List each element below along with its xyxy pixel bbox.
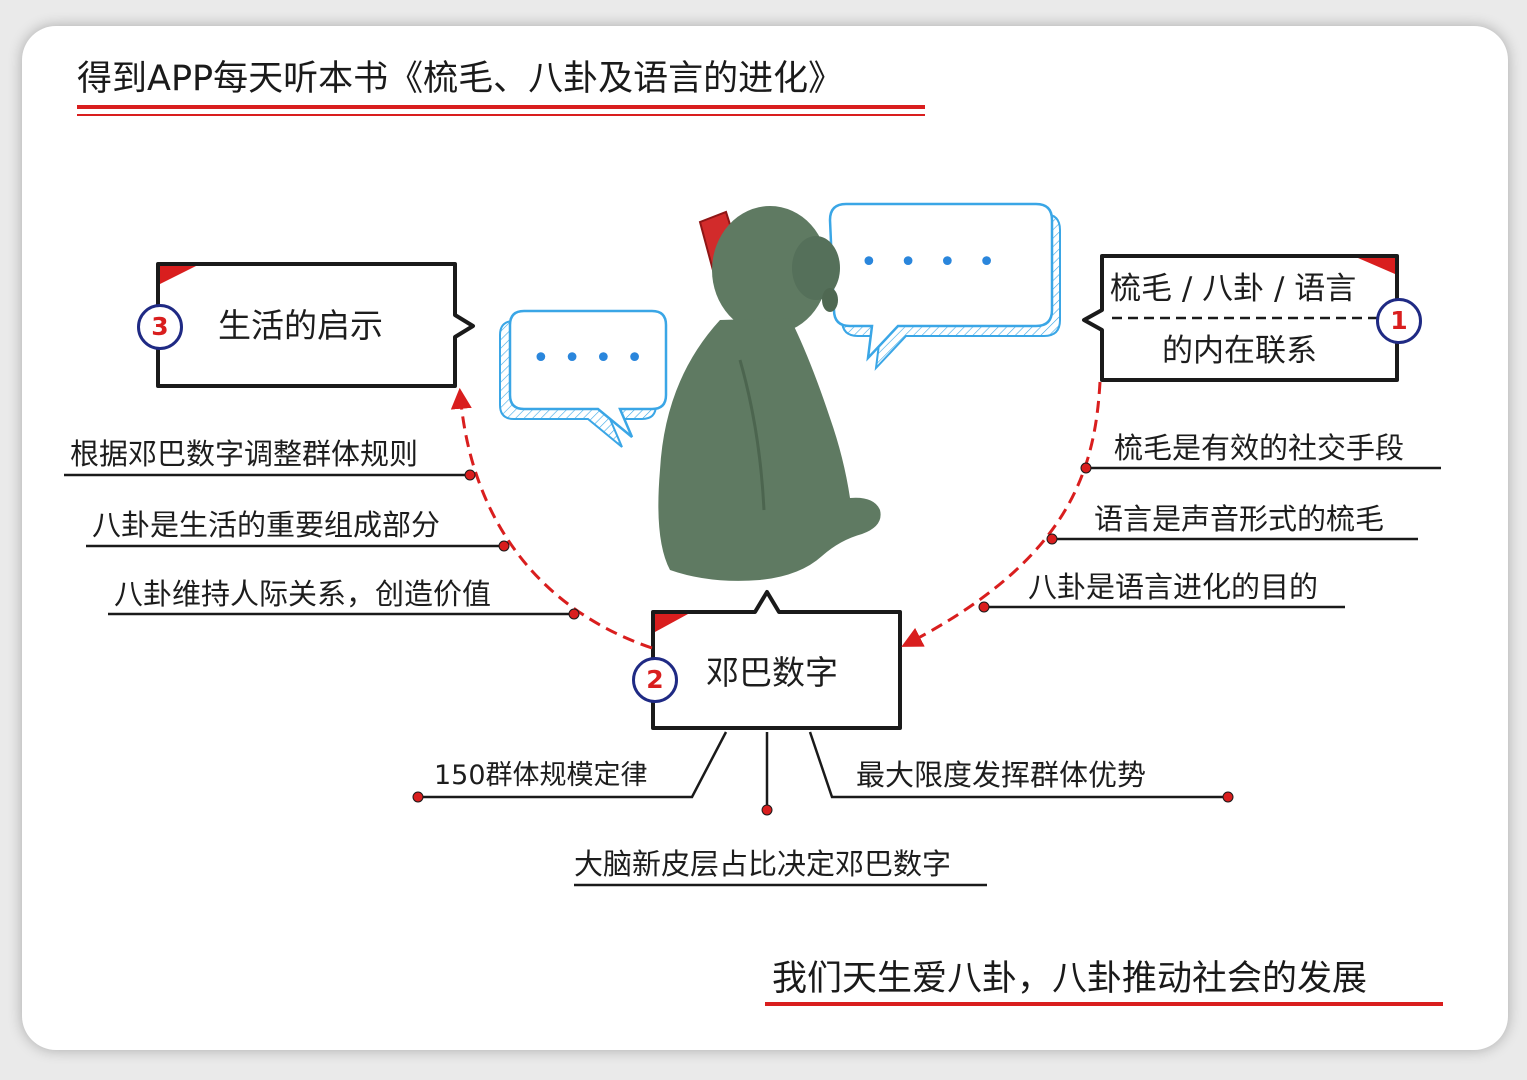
node3-leaf-2: 八卦是生活的重要组成部分 <box>92 508 441 542</box>
left-speech-bubble <box>499 309 668 448</box>
node1-leaf-3: 八卦是语言进化的目的 <box>1028 570 1319 604</box>
node2-leaf-1: 150群体规模定律 <box>434 760 648 791</box>
monkey-illustration <box>658 206 881 581</box>
title-underline <box>77 105 925 116</box>
footer-summary: 我们天生爱八卦，八卦推动社会的发展 <box>772 959 1368 999</box>
node1-leaf-2: 语言是声音形式的梳毛 <box>1094 502 1385 536</box>
flow-arc-node1-to-node2 <box>901 381 1102 647</box>
node2-title: 邓巴数字 <box>706 653 838 692</box>
node1-leaf-lines <box>978 462 1441 613</box>
left-bubble-dots: • • • • <box>532 341 646 376</box>
node1-leaf-1: 梳毛是有效的社交手段 <box>1114 431 1405 465</box>
node3-leaf-3: 八卦维持人际关系，创造价值 <box>114 577 492 611</box>
node1-number-badge: 1 <box>1376 298 1422 344</box>
node3-leaf-1: 根据邓巴数字调整群体规则 <box>70 437 419 471</box>
right-speech-bubble <box>828 202 1061 371</box>
node3-leaf-lines <box>64 469 580 620</box>
node3-box <box>156 262 475 388</box>
right-bubble-dots: • • • • <box>860 245 1002 280</box>
node2-leaf-lines <box>412 731 1234 887</box>
node1-box <box>1082 254 1399 382</box>
flow-arc-node2-to-node3 <box>450 387 653 650</box>
node3-title: 生活的启示 <box>218 306 383 345</box>
node1-title-line1: 梳毛 / 八卦 / 语言 <box>1110 271 1357 307</box>
page-title: 得到APP每天听本书《梳毛、八卦及语言的进化》 <box>77 59 844 99</box>
node2-number-badge: 2 <box>632 657 678 703</box>
node1-title-line2: 的内在联系 <box>1162 333 1317 369</box>
node2-leaf-3: 最大限度发挥群体优势 <box>856 758 1147 792</box>
node2-box <box>651 590 902 730</box>
node3-number-badge: 3 <box>137 304 183 350</box>
node2-leaf-2: 大脑新皮层占比决定邓巴数字 <box>574 847 952 881</box>
